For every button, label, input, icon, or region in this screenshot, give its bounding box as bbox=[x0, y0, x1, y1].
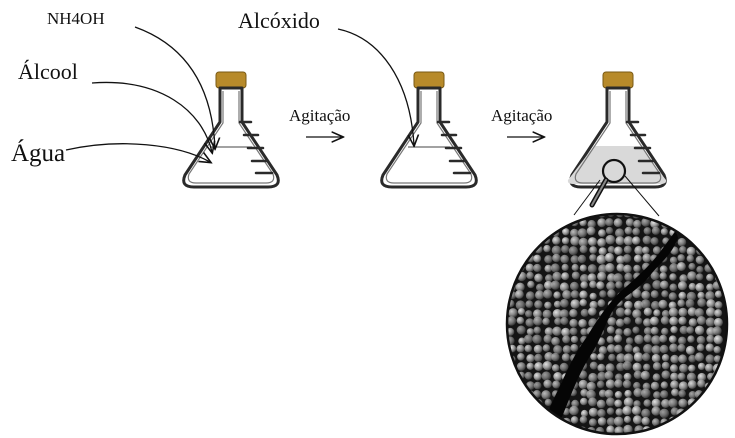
label-alcool: Álcool bbox=[18, 61, 78, 83]
label-agitacao-1: Agitação bbox=[289, 107, 350, 124]
flask-3 bbox=[568, 72, 666, 187]
sem-micrograph bbox=[506, 208, 727, 436]
label-agitacao-2: Agitação bbox=[491, 107, 552, 124]
flask-1 bbox=[184, 72, 279, 187]
stopper bbox=[603, 72, 633, 88]
alcoxido-pointer bbox=[338, 29, 414, 145]
flask-2 bbox=[382, 72, 477, 187]
pointer-arrows bbox=[66, 27, 543, 162]
label-agua: Água bbox=[11, 141, 65, 166]
label-nh4oh: NH4OH bbox=[47, 10, 105, 27]
stopper bbox=[414, 72, 444, 88]
alcool-pointer bbox=[92, 82, 212, 152]
agua-pointer bbox=[66, 144, 210, 162]
label-alcoxido: Alcóxido bbox=[238, 10, 320, 32]
stopper bbox=[216, 72, 246, 88]
